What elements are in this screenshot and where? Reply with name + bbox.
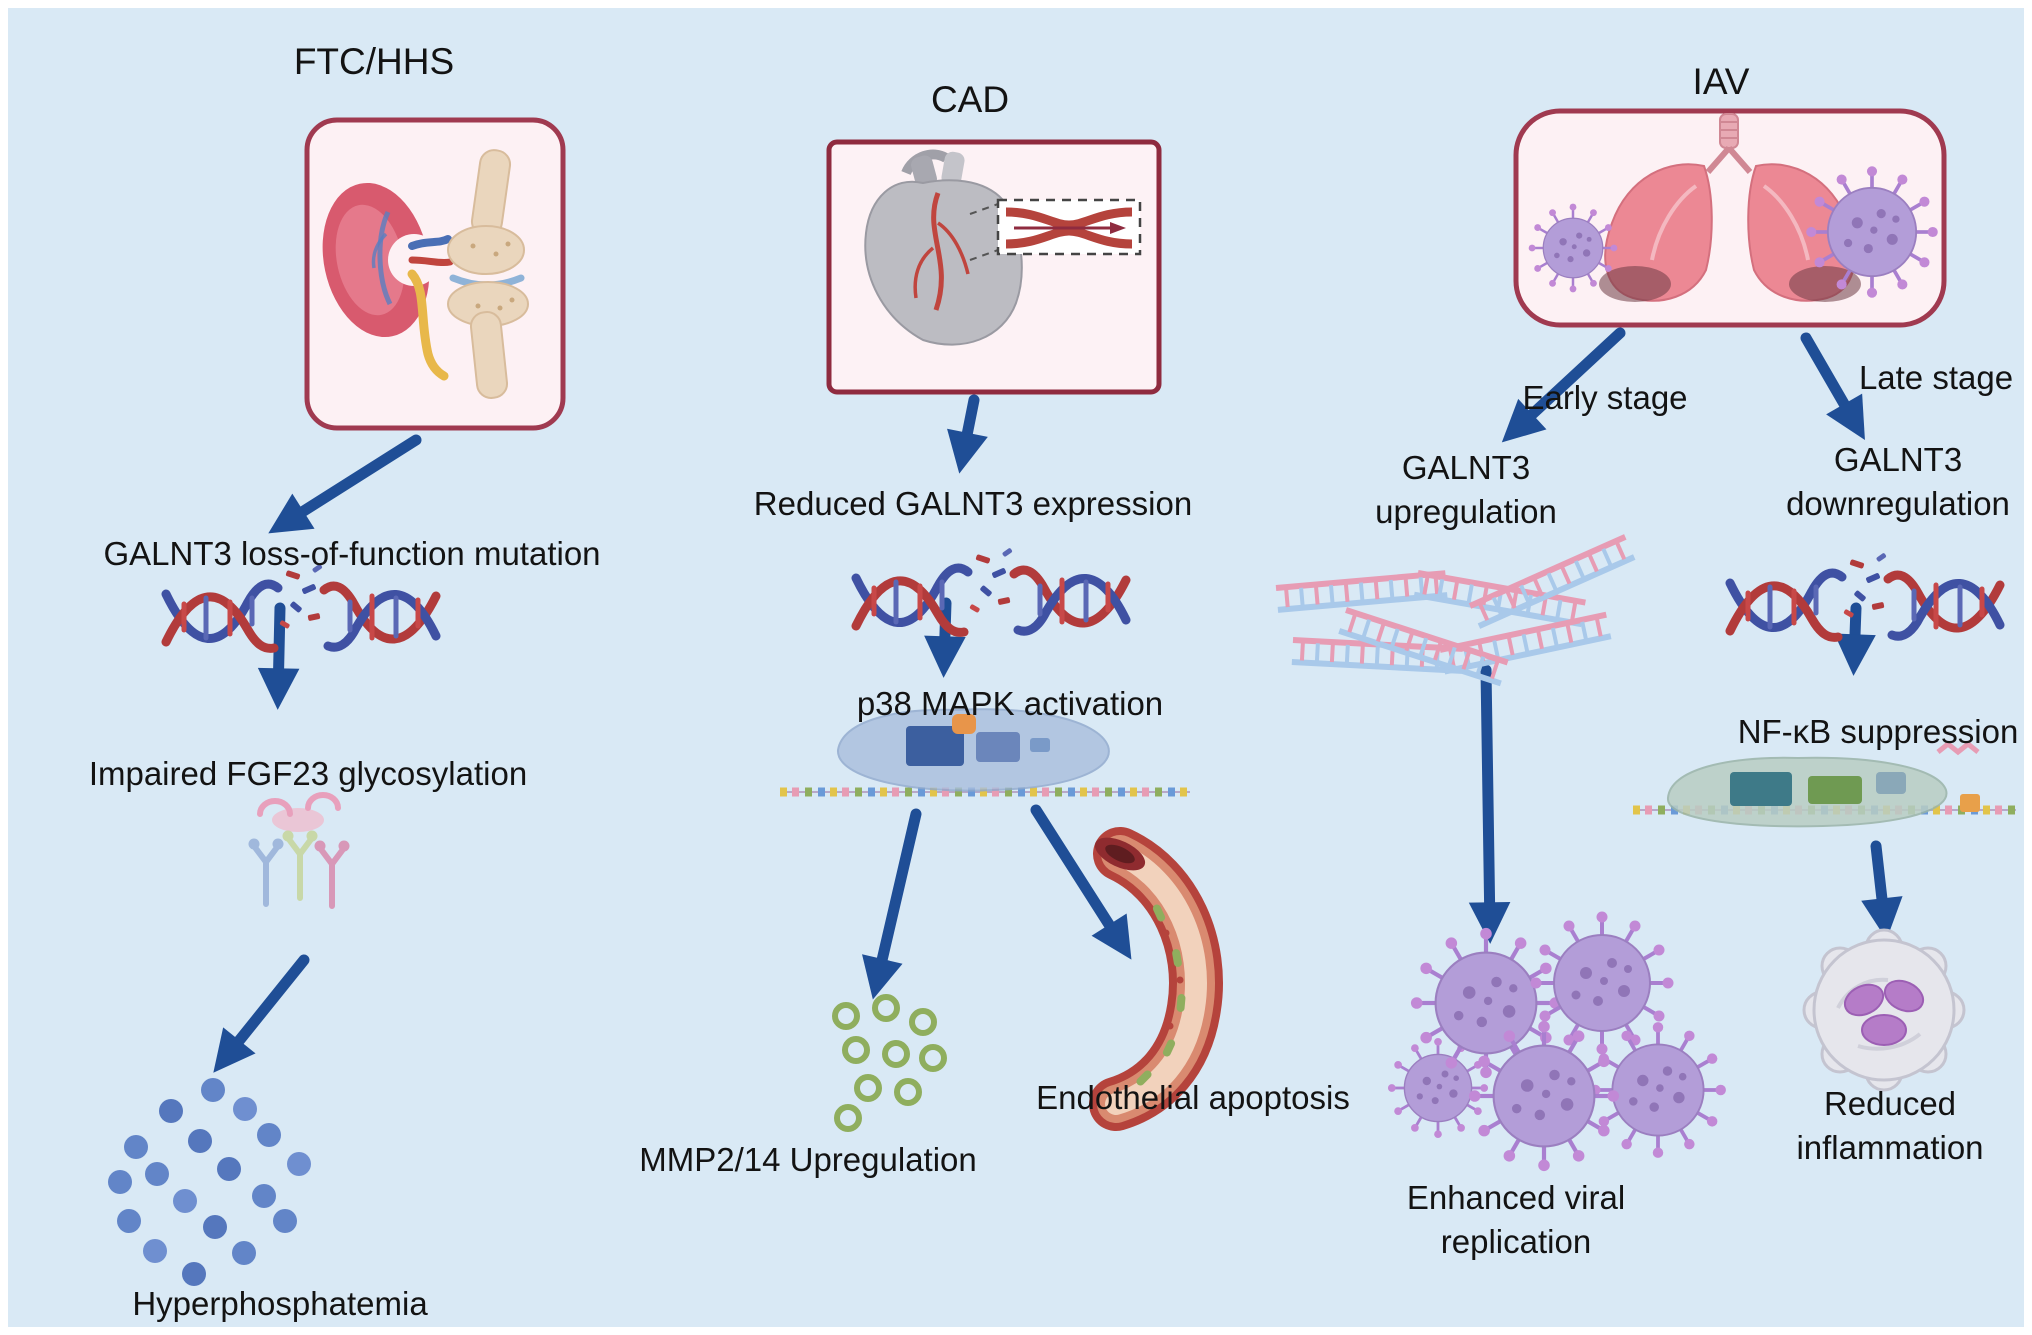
broken-dna-icon: [1730, 552, 2000, 637]
immune-cell-icon: [1802, 928, 1966, 1092]
arrow-dna-to-nfkb: [1834, 602, 1876, 676]
ftc-glycosylation-label: Impaired FGF23 glycosylation: [88, 755, 528, 792]
phosphate-dots-icon: [108, 1078, 311, 1286]
cell-membrane-icon: [780, 708, 1190, 797]
nfkb-cell-icon: [1633, 740, 2016, 828]
arrow-iav-late: [1800, 332, 1865, 441]
diagram-artwork: [108, 108, 2016, 1286]
iav-late-stage-label: Late stage: [1858, 359, 2014, 396]
iav-upregulation-label: GALNT3 upregulation: [1375, 449, 1557, 530]
iav-inflammation-label: Reduced inflammation: [1796, 1085, 1984, 1166]
flow-arrows: [213, 327, 1903, 1073]
arrow-nfkb-to-cell: [1861, 840, 1903, 940]
arrow-cad-to-expression: [947, 394, 988, 474]
virus-cluster-icon: [1386, 909, 1728, 1172]
heart-stenosis-illustration: [864, 149, 1142, 346]
arrow-iav-early: [1501, 327, 1626, 443]
ftc-outcome-label: Hyperphosphatemia: [132, 1285, 428, 1322]
iav-nfkb-label: NF-κB suppression: [1737, 713, 2019, 750]
ftc-panel: [304, 117, 566, 431]
cad-expression-label: Reduced GALNT3 expression: [753, 485, 1193, 522]
arrow-cell-to-vessel: [1030, 804, 1132, 960]
rna-duplex-icon: [1276, 537, 1634, 684]
cad-mmp-label: MMP2/14 Upregulation: [639, 1141, 977, 1178]
cad-apoptosis-label: Endothelial apoptosis: [1036, 1079, 1350, 1116]
arrow-cell-to-mmp: [862, 808, 922, 1000]
mmp-dots-icon: [835, 997, 944, 1129]
arrow-dna-to-mapk: [924, 597, 966, 678]
broken-dna-icon: [166, 563, 436, 648]
iav-panel: [1513, 108, 1947, 328]
arrow-protein-to-phosphate: [213, 954, 310, 1073]
cad-mapk-label: p38 MAPK activation: [856, 685, 1164, 722]
iav-downregulation-label: GALNT3 downregulation: [1786, 441, 2010, 522]
arrow-mutation-to-glycosylation: [257, 602, 300, 710]
iav-title: IAV: [1692, 61, 1750, 102]
lungs-virus-illustration: [1527, 113, 1940, 302]
arrow-rna-to-virus: [1468, 664, 1511, 944]
arrow-ftc-to-mutation: [268, 434, 422, 534]
iav-replication-label: Enhanced viral replication: [1406, 1179, 1626, 1260]
ftc-title: FTC/HHS: [293, 41, 455, 82]
broken-dna-icon: [856, 547, 1126, 632]
vessel-apoptosis-icon: [1089, 827, 1223, 1131]
cad-title: CAD: [930, 79, 1010, 120]
cad-panel: [826, 139, 1162, 395]
fgf23-protein-icon: [248, 792, 350, 909]
ftc-mutation-label: GALNT3 loss-of-function mutation: [103, 535, 601, 572]
iav-early-stage-label: Early stage: [1522, 379, 1688, 416]
kidney-joint-illustration: [322, 149, 529, 399]
